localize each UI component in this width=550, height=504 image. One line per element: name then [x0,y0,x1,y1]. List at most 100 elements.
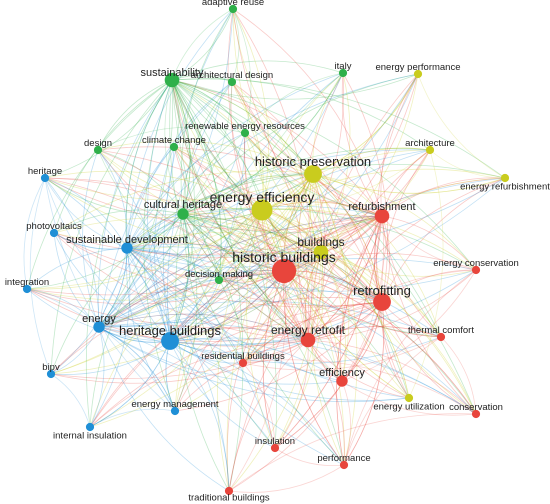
edge [98,326,343,385]
edge [147,79,173,342]
node-performance[interactable] [339,460,349,470]
node-residential-buildings[interactable] [238,358,248,368]
node-historic-preservation[interactable] [304,165,322,183]
edge [261,209,383,303]
edge [274,339,309,449]
node-energy-performance[interactable] [413,69,423,79]
edge [169,251,322,342]
edge [169,327,309,342]
node-energy-management[interactable] [170,406,180,416]
edge [244,132,322,253]
edge [283,270,345,466]
node-cultural-heritage[interactable] [177,208,189,220]
edge [98,270,285,328]
edge [98,8,234,328]
node-architectural-design[interactable] [227,77,237,87]
edge [126,247,345,466]
edge [242,362,276,449]
edge [182,213,244,364]
node-photovoltaics[interactable] [49,228,59,238]
edge [182,72,344,215]
edge [307,326,442,341]
edge [169,340,345,466]
edge [26,247,128,290]
edge [50,301,383,380]
node-internal-insulation[interactable] [85,422,95,432]
node-heritage[interactable] [40,173,50,183]
edge [283,177,506,272]
edge [97,149,128,249]
edge [341,380,477,416]
node-conservation[interactable] [471,409,481,419]
label-energy-conservation: energy conservation [433,258,519,269]
node-italy[interactable] [338,68,348,78]
edge [126,242,285,272]
edge [98,213,184,328]
edge [261,72,344,211]
node-historic-buildings[interactable] [271,258,297,284]
edge [173,146,322,253]
edge [126,146,175,249]
node-adaptive-reuse[interactable] [228,4,238,14]
edge [169,340,276,449]
node-energy-refurbishment[interactable] [500,173,510,183]
edge [171,79,309,341]
node-refurbishment[interactable] [374,208,390,224]
label-energy-management: energy management [131,399,218,410]
node-renewable-energy-resources[interactable] [240,128,250,138]
label-retrofitting: retrofitting [353,283,411,298]
edge [53,232,128,250]
node-sustainable-development[interactable] [121,242,133,254]
node-retrofitting[interactable] [373,293,391,311]
edge [166,81,233,342]
node-design[interactable] [93,145,103,155]
node-efficiency[interactable] [336,375,348,387]
edge [126,247,230,492]
node-heritage-buildings[interactable] [161,332,179,350]
edge [283,270,442,338]
node-energy-utilization[interactable] [404,393,414,403]
edge [228,215,383,492]
edge [44,173,314,201]
edge [320,72,351,253]
edge [26,79,173,290]
edge [261,209,477,415]
node-bipv[interactable] [46,369,56,379]
edge [312,173,410,399]
node-energy-conservation[interactable] [471,265,481,275]
edge [182,213,309,341]
edge [50,213,184,375]
node-insulation[interactable] [270,443,280,453]
label-bipv: bipv [42,362,60,373]
edge [169,269,477,345]
edge [126,247,285,277]
node-sustainability[interactable] [164,72,180,88]
edge [50,247,128,375]
edge [98,215,383,328]
edge [53,217,322,253]
edge [85,79,173,428]
node-energy-retrofit[interactable] [300,332,316,348]
edge [50,270,285,375]
edge-layer [23,8,506,493]
node-traditional-buildings[interactable] [224,486,234,496]
edge [98,173,314,328]
edge [171,79,191,215]
label-design: design [84,138,112,149]
node-decision-making[interactable] [214,275,224,285]
edge [312,173,506,194]
edge [182,213,410,399]
node-buildings[interactable] [313,244,329,260]
edge [381,149,431,217]
edge [381,301,477,415]
edge [53,232,128,250]
edge [125,79,173,249]
edge [169,251,322,342]
node-thermal-comfort[interactable] [436,332,446,342]
node-architecture[interactable] [425,145,435,155]
node-integration[interactable] [22,284,32,294]
node-climate-change[interactable] [169,142,179,152]
node-energy[interactable] [93,321,105,333]
edge [182,213,220,281]
node-energy-efficiency[interactable] [251,199,273,221]
